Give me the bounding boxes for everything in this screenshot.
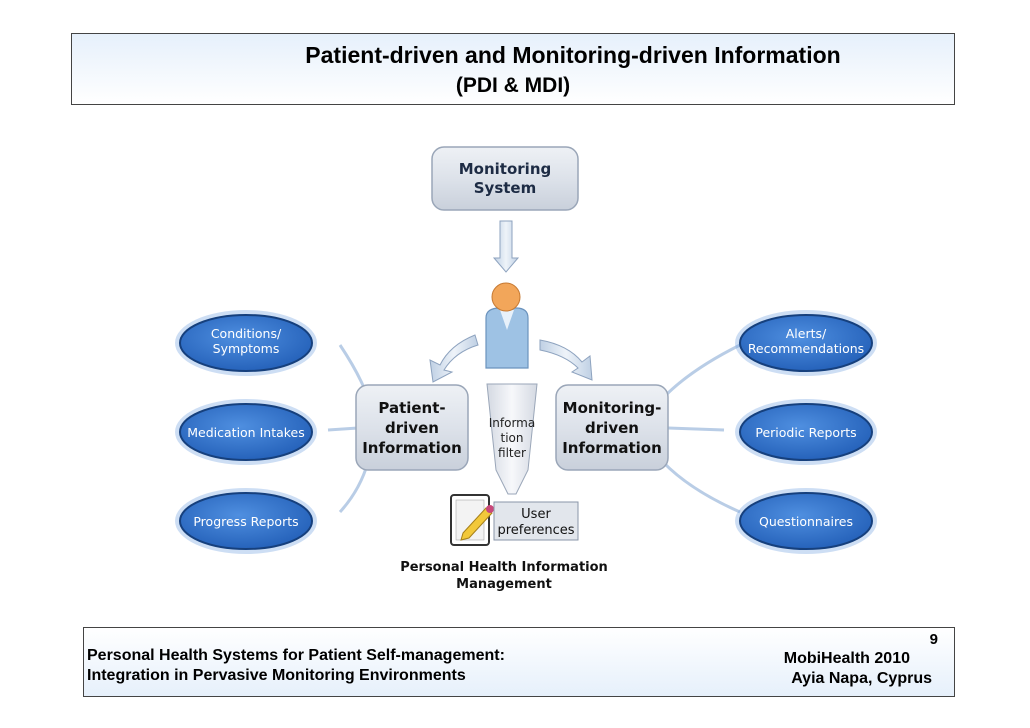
ellipse-label: Conditions/ [211, 326, 282, 341]
title-banner: Patient-driven and Monitoring-driven Inf… [71, 33, 955, 105]
monitoring-driven-label-3: Information [562, 439, 662, 457]
footer-right-line-1: MobiHealth 2010 [783, 650, 910, 667]
user-preferences-label-2: preferences [497, 523, 574, 538]
filter-label-2: tion [501, 431, 524, 445]
right-connectors [661, 343, 741, 514]
monitoring-driven-label-1: Monitoring- [563, 399, 662, 417]
ellipse-progress-reports: Progress Reports [175, 488, 317, 554]
patient-driven-label-2: driven [385, 419, 439, 437]
ellipse-label: Progress Reports [193, 514, 298, 529]
monitoring-system-box: Monitoring System [431, 146, 579, 211]
ellipse-questionnaires: Questionnaires [735, 488, 877, 554]
ellipse-label: Symptoms [213, 341, 280, 356]
ellipse-label: Periodic Reports [755, 425, 856, 440]
ellipse-periodic-reports: Periodic Reports [735, 399, 877, 465]
monitoring-system-label-1: Monitoring [459, 160, 551, 178]
document-edit-icon [450, 494, 494, 546]
footer-right-line-2: Ayia Napa, Cyprus [791, 670, 932, 687]
patient-driven-label-3: Information [362, 439, 462, 457]
ellipse-alerts-recommendations: Alerts/ Recommendations [735, 310, 877, 376]
curved-arrow-left-icon [429, 334, 479, 383]
down-arrow-icon [492, 220, 520, 273]
monitoring-system-label-2: System [474, 179, 536, 197]
page-title: Patient-driven and Monitoring-driven Inf… [305, 42, 841, 68]
page-number: 9 [929, 631, 938, 648]
filter-label-1: Informa [489, 416, 535, 430]
information-filter-funnel: Informa tion filter [486, 383, 538, 495]
monitoring-driven-box: Monitoring- driven Information [555, 384, 669, 471]
footer-left-line-1: Personal Health Systems for Patient Self… [87, 647, 505, 664]
footer-left-line-2: Integration in Pervasive Monitoring Envi… [87, 667, 466, 684]
ellipse-label: Medication Intakes [187, 425, 305, 440]
footer-banner: 9 Personal Health Systems for Patient Se… [83, 627, 955, 697]
patient-driven-label-1: Patient- [378, 399, 445, 417]
user-preferences-label-1: User [521, 507, 551, 522]
ellipse-label: Alerts/ [786, 326, 827, 341]
patient-driven-box: Patient- driven Information [355, 384, 469, 471]
phim-label-2: Management [456, 577, 552, 592]
ellipse-medication-intakes: Medication Intakes [175, 399, 317, 465]
filter-label-3: filter [498, 446, 526, 460]
user-preferences-box: User preferences [493, 501, 579, 541]
monitoring-driven-label-2: driven [585, 419, 639, 437]
ellipse-label: Questionnaires [759, 514, 853, 529]
curved-arrow-right-icon [539, 339, 593, 381]
page-subtitle: (PDI & MDI) [455, 74, 571, 97]
phim-label-1: Personal Health Information [400, 560, 608, 575]
person-icon [485, 282, 529, 369]
ellipse-label: Recommendations [748, 341, 864, 356]
ellipse-conditions-symptoms: Conditions/ Symptoms [175, 310, 317, 376]
